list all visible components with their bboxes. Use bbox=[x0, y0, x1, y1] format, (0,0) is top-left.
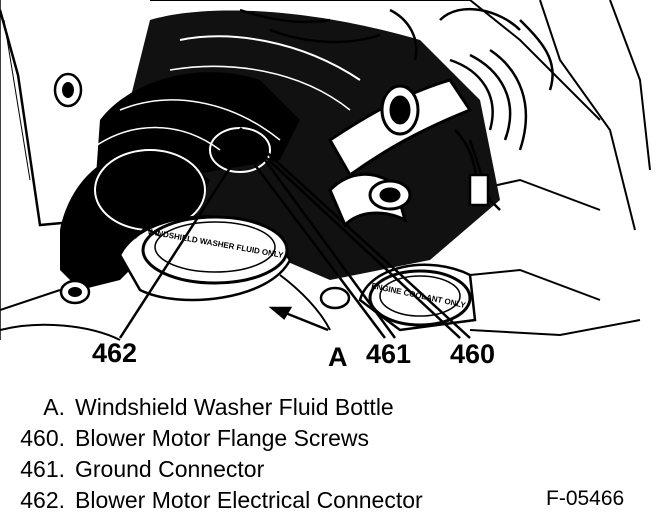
legend-text: Blower Motor Electrical Connector bbox=[75, 487, 423, 513]
legend-text: Blower Motor Flange Screws bbox=[75, 425, 369, 451]
callout-461: 461 bbox=[366, 339, 412, 369]
mount-bolt-top bbox=[53, 72, 83, 108]
leader-lines bbox=[118, 127, 471, 339]
leader-line-461 bbox=[263, 159, 397, 339]
legend-key: 462. bbox=[20, 487, 65, 513]
illustration-drawing: WINDSHIELD WASHER FLUID ONLY ENGINE COOL… bbox=[0, 0, 651, 341]
callout-460: 460 bbox=[450, 339, 496, 369]
legend: A. Windshield Washer Fluid Bottle 460. B… bbox=[0, 390, 656, 520]
legend-key: 461. bbox=[20, 456, 65, 482]
legend-text: Ground Connector bbox=[75, 456, 265, 482]
leader-line-460b bbox=[244, 137, 461, 339]
callout-462: 462 bbox=[92, 338, 138, 368]
reservoir-fitting bbox=[319, 286, 351, 310]
leader-line-461b bbox=[254, 164, 386, 339]
heater-hoses bbox=[328, 78, 473, 228]
legend-key: A. bbox=[43, 394, 65, 420]
legend-key: 460. bbox=[20, 425, 65, 451]
compartment-edges bbox=[0, 274, 641, 341]
washer-fluid-cap: WINDSHIELD WASHER FLUID ONLY bbox=[118, 215, 292, 302]
arrowhead-a bbox=[268, 306, 293, 320]
legend-text: Windshield Washer Fluid Bottle bbox=[75, 394, 394, 420]
figure-code: F-05466 bbox=[546, 487, 625, 510]
callout-a: A bbox=[328, 342, 348, 372]
leader-line-460 bbox=[239, 127, 471, 339]
leader-line-462 bbox=[118, 159, 237, 339]
mount-bolt-bottom bbox=[59, 279, 91, 305]
blower-motor-housing bbox=[60, 10, 500, 290]
engine-compartment-illustration: WINDSHIELD WASHER FLUID ONLY ENGINE COOL… bbox=[0, 0, 651, 372]
wiring-harness bbox=[239, 7, 554, 211]
